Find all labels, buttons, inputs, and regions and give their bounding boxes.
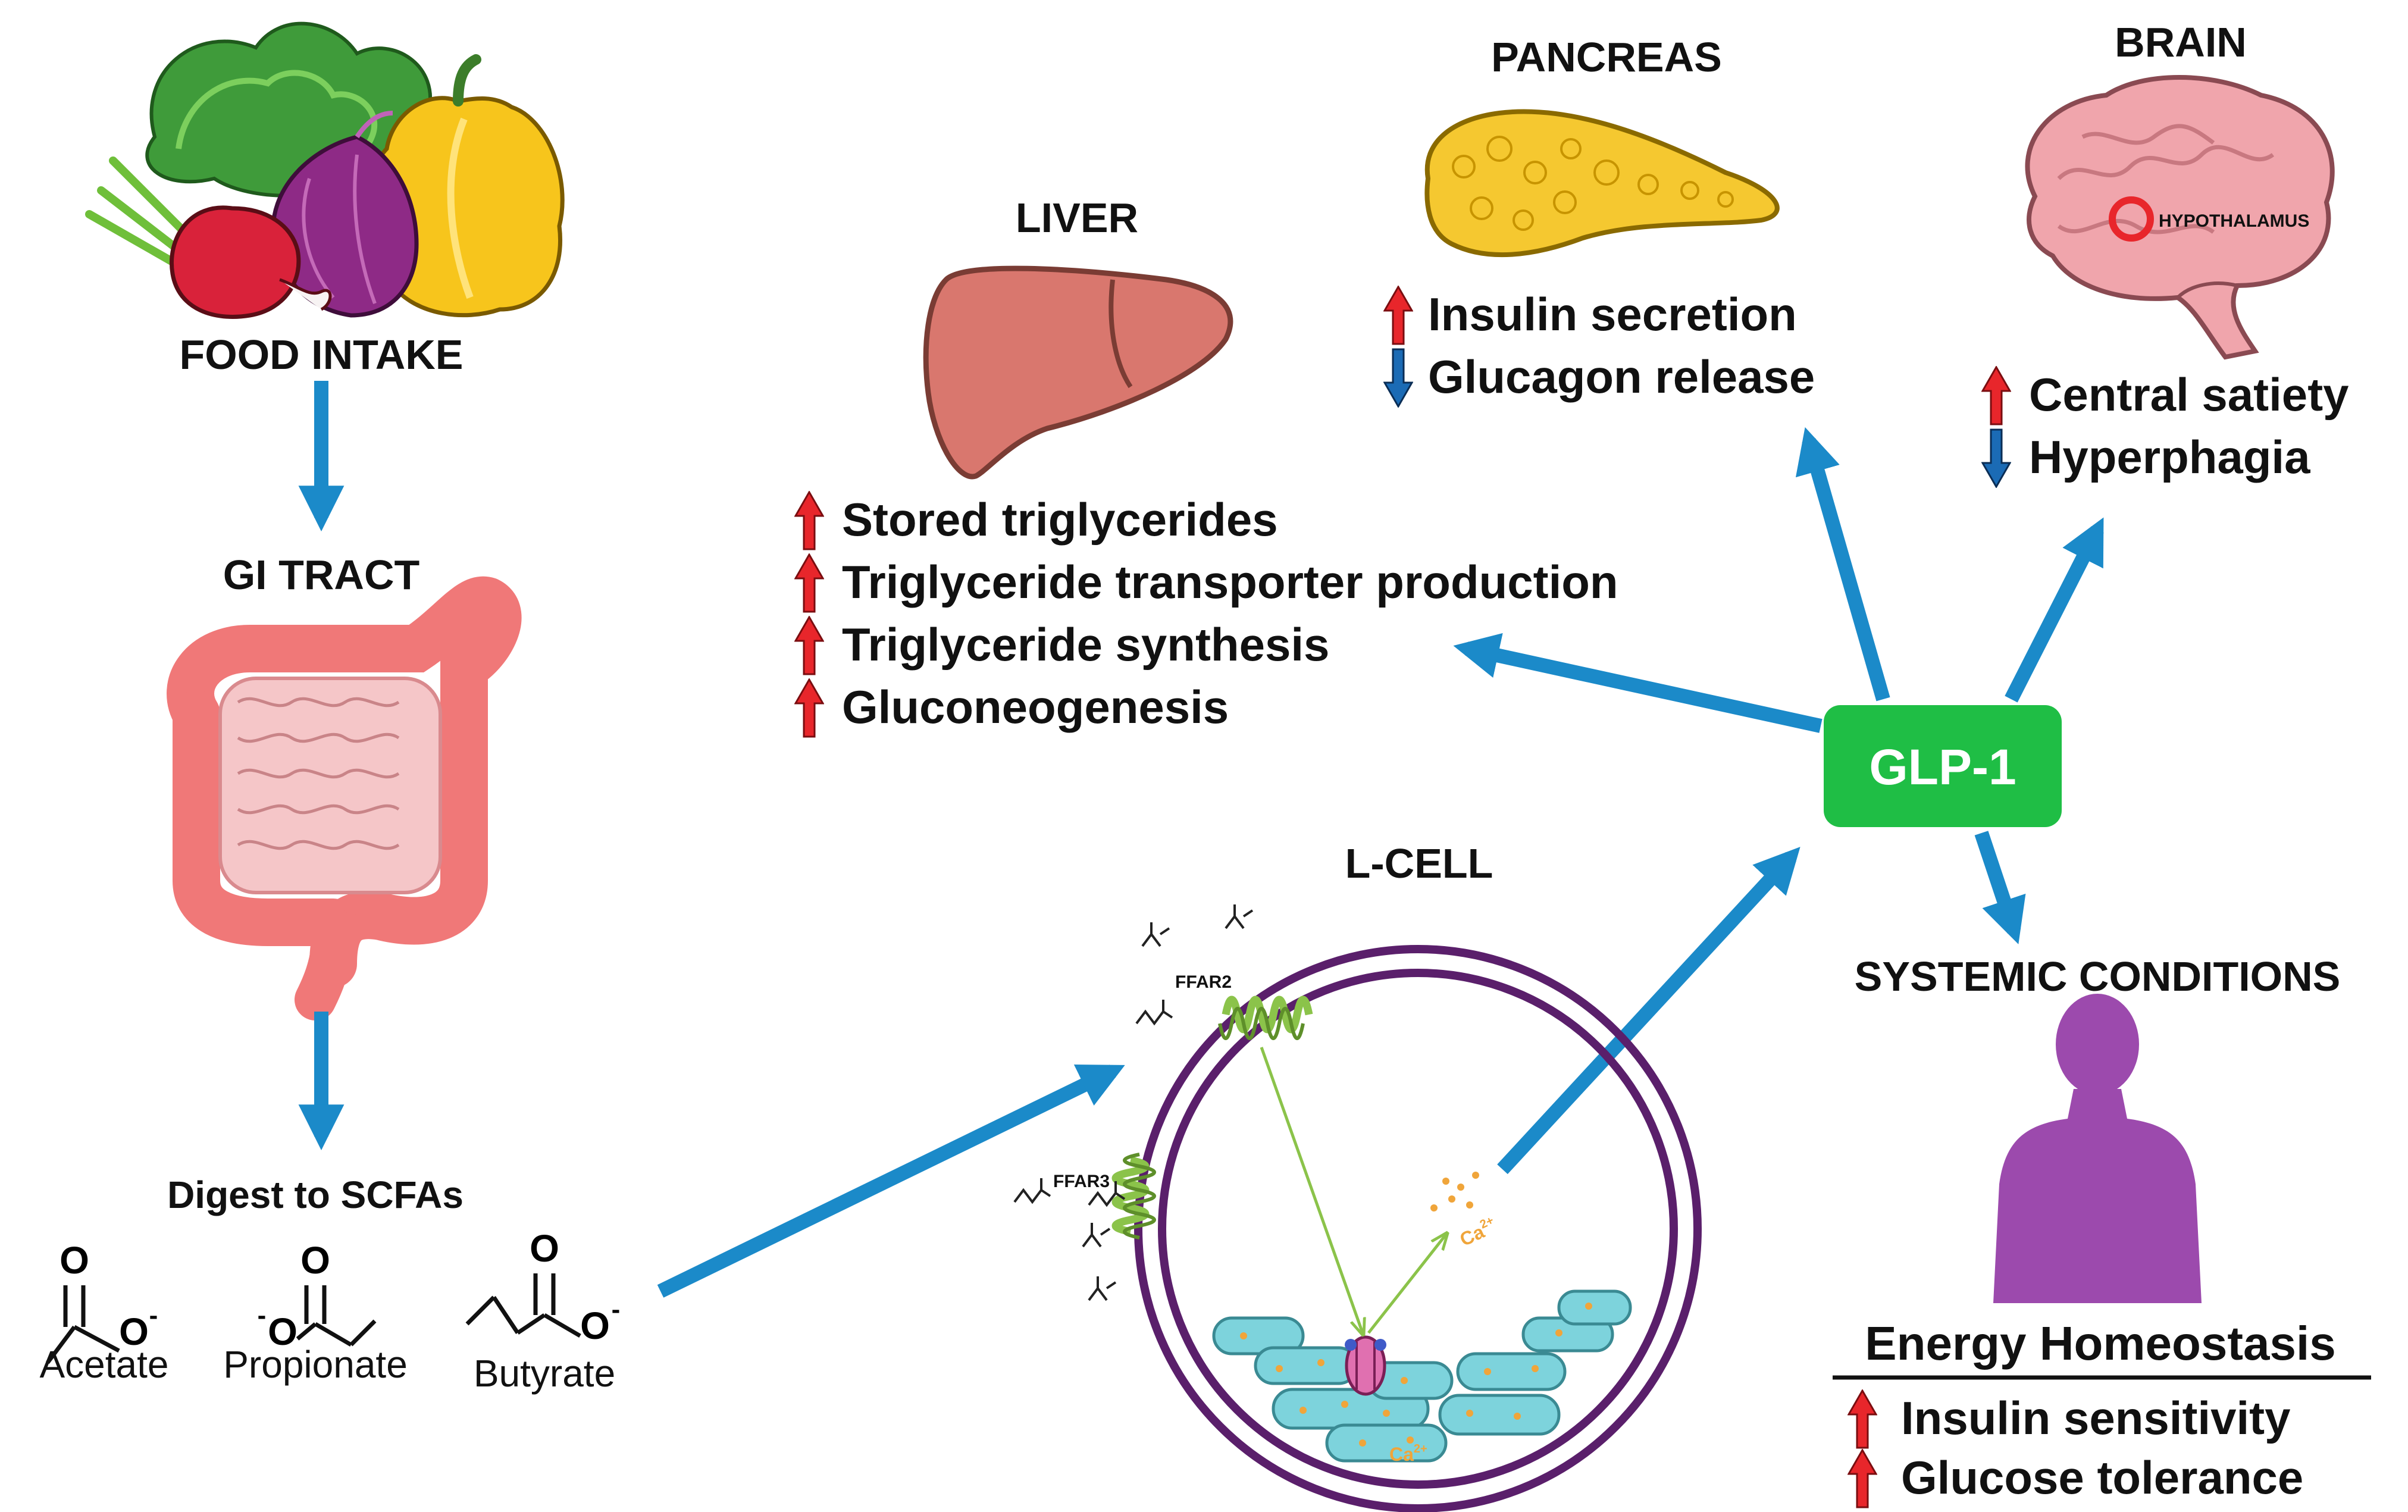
- systemic-effect-1: Glucose tolerance: [1901, 1451, 2303, 1504]
- pancreas-illustration: [1424, 109, 1780, 258]
- butyrate-charge: -: [612, 1295, 621, 1324]
- pancreas-effect-down-arrow: [1383, 348, 1413, 408]
- pancreas-effect-0: Insulin secretion: [1428, 288, 1797, 340]
- glp1-to-pancreas-arrow: [1795, 427, 1890, 702]
- glp1-label: GLP-1: [1869, 739, 2016, 795]
- systemic-effect-up-arrow: [1848, 1389, 1877, 1449]
- acetate-label: Acetate: [39, 1343, 168, 1386]
- pancreas-effects-list: Insulin secretion Glucagon release: [1383, 286, 1815, 408]
- liver-effect-1: Triglyceride transporter production: [842, 556, 1618, 608]
- systemic-heading: SYSTEMIC CONDITIONS: [1855, 953, 2341, 1000]
- systemic-effects-list: Insulin sensitivity Glucose tolerance: [1848, 1389, 2303, 1508]
- brain-illustration: [2025, 75, 2335, 360]
- brain-effect-up-arrow: [1981, 366, 2011, 425]
- butyrate-o-top: O: [530, 1227, 559, 1270]
- propionate-o-top: O: [300, 1239, 330, 1282]
- ffar2-label: FFAR2: [1175, 972, 1232, 992]
- liver-effect-up-arrow: [794, 616, 824, 675]
- liver-effect-2: Triglyceride synthesis: [842, 618, 1329, 671]
- liver-effect-up-arrow: [794, 678, 824, 738]
- brain-effect-1: Hyperphagia: [2029, 431, 2310, 483]
- brain-effects-list: Central satiety Hyperphagia: [1981, 366, 2349, 488]
- liver-effects-list: Stored triglycerides Triglyceride transp…: [794, 491, 1618, 738]
- glp1-box: [1824, 705, 2062, 827]
- ca-label-store: Ca2+: [1389, 1442, 1427, 1465]
- liver-illustration: [923, 265, 1233, 480]
- glp1-to-brain-arrow: [2005, 517, 2104, 703]
- brain-heading: BRAIN: [2115, 19, 2247, 65]
- brain-effect-down-arrow: [1981, 428, 2011, 488]
- butyrate-label: Butyrate: [474, 1352, 615, 1395]
- acetate-structure: O O -: [46, 1239, 158, 1364]
- acetate-o-minus: O: [119, 1310, 149, 1353]
- hypothalamus-label: HYPOTHALAMUS: [2159, 211, 2309, 231]
- glp1-to-liver-arrow: [1453, 633, 1823, 733]
- pancreas-effect-1: Glucagon release: [1428, 350, 1815, 403]
- brain-effect-0: Central satiety: [2029, 368, 2349, 421]
- lcell-illustration: [1013, 904, 1702, 1512]
- lcell-to-glp1-arrow: [1497, 847, 1800, 1175]
- acetate-o-top: O: [60, 1239, 89, 1282]
- butyrate-o-minus: O: [580, 1304, 610, 1347]
- liver-effect-up-arrow: [794, 491, 824, 550]
- liver-effect-0: Stored triglycerides: [842, 493, 1278, 546]
- liver-effect-up-arrow: [794, 553, 824, 613]
- glp1-to-systemic-arrow: [1974, 831, 2026, 944]
- lcell-heading: L-CELL: [1345, 840, 1493, 887]
- butyrate-structure: O O -: [465, 1227, 621, 1347]
- food-illustration: [85, 21, 565, 319]
- intestine-illustration: [167, 576, 522, 1020]
- pancreas-heading: PANCREAS: [1491, 34, 1722, 80]
- systemic-effect-0: Insulin sensitivity: [1901, 1392, 2291, 1444]
- scfa-to-lcell-arrow: [657, 1065, 1125, 1298]
- propionate-charge: -: [258, 1301, 267, 1330]
- liver-effect-3: Gluconeogenesis: [842, 681, 1229, 733]
- systemic-effect-up-arrow: [1848, 1449, 1877, 1508]
- ffar3-label: FFAR3: [1053, 1172, 1110, 1191]
- scfa-heading: Digest to SCFAs: [167, 1173, 464, 1216]
- propionate-structure: O - O: [258, 1239, 377, 1353]
- liver-heading: LIVER: [1016, 195, 1138, 241]
- acetate-charge: -: [149, 1301, 158, 1330]
- ca-label-cytosol: Ca2+: [1456, 1214, 1500, 1250]
- pancreas-effect-up-arrow: [1383, 286, 1413, 345]
- gi-tract-heading: GI TRACT: [223, 552, 420, 598]
- hypothalamus-marker: [2109, 196, 2154, 242]
- propionate-label: Propionate: [223, 1343, 408, 1386]
- human-silhouette: [1993, 994, 2202, 1303]
- food-intake-heading: FOOD INTAKE: [179, 331, 463, 378]
- propionate-o-minus: O: [268, 1310, 298, 1353]
- energy-homeostasis-heading: Energy Homeostasis: [1865, 1317, 2335, 1370]
